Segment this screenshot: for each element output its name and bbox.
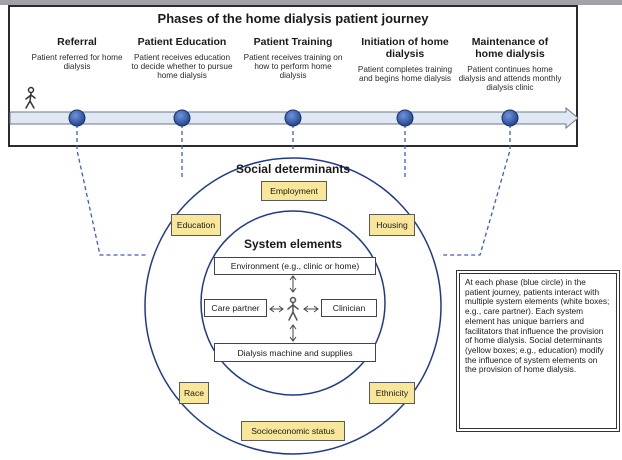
walking-person-icon xyxy=(25,86,36,109)
phase-desc-training: Patient receives training on how to perf… xyxy=(243,53,343,81)
phase-dot-training xyxy=(284,109,302,127)
system-elements-title: System elements xyxy=(243,237,343,251)
sd-race-box: Race xyxy=(179,382,209,404)
phase-desc-maintenance: Patient continues home dialysis and atte… xyxy=(458,65,562,93)
explanatory-note-text: At each phase (blue circle) in the patie… xyxy=(465,277,610,375)
phase-desc-initiation: Patient completes training and begins ho… xyxy=(357,65,453,84)
sd-education-box: Education xyxy=(171,214,221,236)
phase-name-maintenance: Maintenance of home dialysis xyxy=(471,36,549,60)
phase-connectors xyxy=(76,124,511,256)
phase-name-initiation: Initiation of home dialysis xyxy=(361,36,449,60)
phase-name-education: Patient Education xyxy=(137,36,227,48)
se-environment-box: Environment (e.g., clinic or home) xyxy=(214,257,376,275)
se-machine-box: Dialysis machine and supplies xyxy=(214,343,376,362)
se-clinician-box: Clinician xyxy=(321,299,377,317)
system-elements-circle xyxy=(200,210,386,396)
sd-socioeconomic-box: Socioeconomic status xyxy=(241,421,345,441)
phase-desc-education: Patient receives education to decide whe… xyxy=(131,53,233,81)
phase-name-referral: Referral xyxy=(57,36,97,48)
phase-name-training: Patient Training xyxy=(253,36,333,48)
journey-title: Phases of the home dialysis patient jour… xyxy=(157,11,429,26)
double-arrows xyxy=(269,275,319,342)
se-care-partner-box: Care partner xyxy=(204,299,267,317)
phase-dot-initiation xyxy=(396,109,414,127)
social-determinants-title: Social determinants xyxy=(235,162,351,176)
phase-dot-referral xyxy=(68,109,86,127)
phase-desc-referral: Patient referred for home dialysis xyxy=(31,53,123,72)
sd-ethnicity-box: Ethnicity xyxy=(369,382,415,404)
sd-employment-box: Employment xyxy=(261,181,327,201)
person-figure-icon xyxy=(287,296,299,321)
social-determinants-circle xyxy=(144,157,442,455)
sd-housing-box: Housing xyxy=(369,214,415,236)
phase-dot-maintenance xyxy=(501,109,519,127)
phase-dot-education xyxy=(173,109,191,127)
explanatory-note: At each phase (blue circle) in the patie… xyxy=(456,270,620,432)
top-strip xyxy=(0,0,622,5)
